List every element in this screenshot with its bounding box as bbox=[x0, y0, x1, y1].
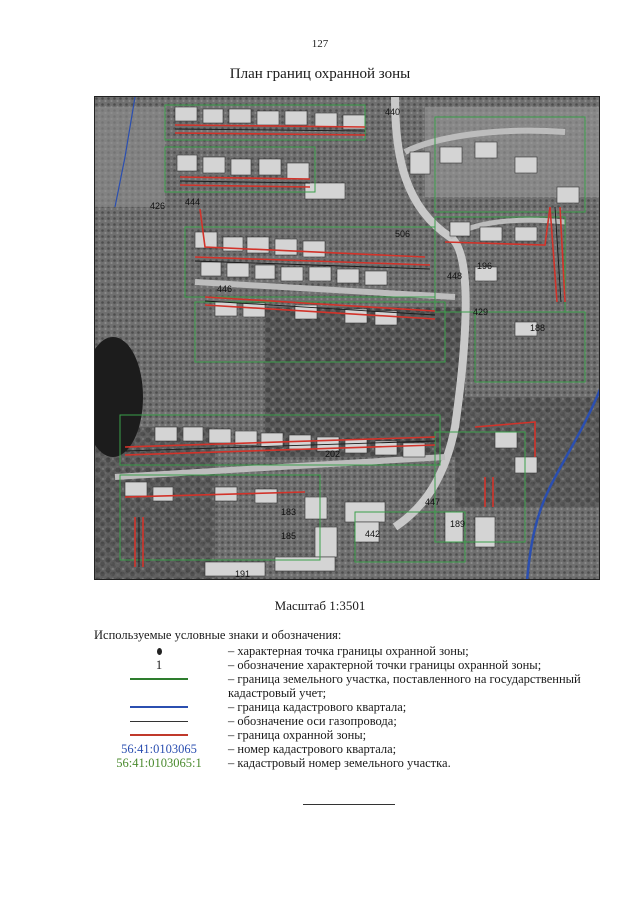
map-label: 426 bbox=[150, 201, 165, 211]
map-label: 447 bbox=[425, 497, 440, 507]
legend-row-quarter-number: 56:41:0103065 – номер кадастрового кварт… bbox=[121, 742, 397, 756]
map-label: 185 bbox=[281, 531, 296, 541]
black-line-icon bbox=[130, 720, 188, 722]
map-label: 442 bbox=[365, 529, 380, 539]
legend: – характерная точка границы охранной зон… bbox=[94, 644, 614, 770]
map-label: 448 bbox=[447, 271, 462, 281]
point-number-symbol: 1 bbox=[155, 658, 163, 672]
green-line-icon bbox=[130, 678, 188, 680]
page-number: 127 bbox=[311, 38, 329, 50]
map-label: 191 bbox=[235, 569, 250, 579]
footer-divider bbox=[303, 804, 395, 805]
map-label: 429 bbox=[473, 307, 488, 317]
legend-row-parcel-boundary: – граница земельного участка, поставленн… bbox=[94, 672, 614, 700]
page-title: План границ охранной зоны bbox=[229, 66, 411, 82]
map-label: 188 bbox=[530, 323, 545, 333]
aerial-map: 440 426 444 506 448 446 196 429 188 442 … bbox=[94, 96, 600, 580]
map-label: 202 bbox=[325, 449, 340, 459]
map-canvas: 440 426 444 506 448 446 196 429 188 442 … bbox=[95, 97, 599, 579]
legend-row-pipe-axis: – обозначение оси газопровода; bbox=[94, 714, 614, 728]
legend-row-parcel-number: 56:41:0103065:1 – кадастровый номер земе… bbox=[116, 756, 451, 770]
quarter-number-symbol: 56:41:0103065 bbox=[121, 742, 197, 756]
blue-line-icon bbox=[130, 706, 188, 708]
parcel-number-symbol: 56:41:0103065:1 bbox=[116, 756, 202, 770]
map-label: 183 bbox=[281, 507, 296, 517]
map-label: 189 bbox=[450, 519, 465, 529]
map-label: 444 bbox=[185, 197, 200, 207]
legend-row-point-label: 1 – обозначение характерной точки границ… bbox=[155, 658, 542, 672]
map-label: 440 bbox=[385, 107, 400, 117]
legend-row-protection-zone: – граница охранной зоны; bbox=[94, 728, 614, 742]
red-line-icon bbox=[130, 734, 188, 736]
boundary-point-icon bbox=[156, 647, 162, 655]
legend-heading: Используемые условные знаки и обозначени… bbox=[94, 628, 342, 642]
legend-row-point: – характерная точка границы охранной зон… bbox=[94, 644, 614, 658]
map-scale: Масштаб 1:3501 bbox=[274, 598, 366, 613]
map-label: 446 bbox=[217, 284, 232, 294]
map-label: 196 bbox=[477, 261, 492, 271]
map-label: 506 bbox=[395, 229, 410, 239]
legend-row-quarter-boundary: – граница кадастрового квартала; bbox=[94, 700, 614, 714]
